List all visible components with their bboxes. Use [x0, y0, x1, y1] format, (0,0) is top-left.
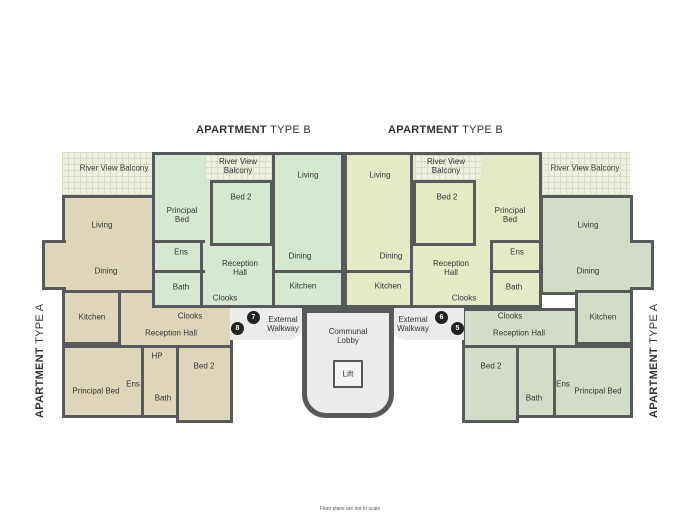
- room-label: Bed 2: [480, 361, 502, 371]
- room-label: Kitchen: [374, 281, 402, 291]
- room-label: Principal Bed: [166, 206, 198, 224]
- room-label: Bed 2: [193, 361, 215, 371]
- wall: [155, 270, 205, 273]
- room-label: River View Balcony: [79, 163, 149, 173]
- bath-right-a: [516, 345, 556, 418]
- room-label: Ens: [126, 379, 140, 389]
- room-label: Bath: [154, 393, 172, 403]
- room-label: Dining: [576, 266, 600, 276]
- room-label: Bed 2: [230, 192, 252, 202]
- kitchen-right-a: [575, 290, 633, 345]
- room-label: Kitchen: [78, 312, 106, 322]
- room-label: Principal Bed: [494, 206, 526, 224]
- room-label: Living: [577, 220, 599, 230]
- entrance-marker: 5: [451, 322, 464, 335]
- wall: [490, 240, 540, 243]
- room-label: Ens: [174, 247, 188, 257]
- kitchen-left-a: [62, 290, 122, 345]
- living-dining-left-a: [62, 195, 155, 295]
- room-label: Clooks: [451, 293, 477, 303]
- balcony-right-b: [415, 155, 481, 180]
- room-label: Kitchen: [589, 312, 617, 322]
- room-label: Kitchen: [289, 281, 317, 291]
- title-apartment-type-b-right: APARTMENT TYPE B: [388, 124, 504, 136]
- room-label: Clooks: [212, 293, 238, 303]
- bed2-right-a: [462, 345, 519, 423]
- room-label: Dining: [94, 266, 118, 276]
- room-label: Dining: [288, 251, 312, 261]
- room-label: Reception Hall: [144, 328, 198, 338]
- entrance-marker: 8: [231, 322, 244, 335]
- room-label: Living: [91, 220, 113, 230]
- room-label: Ens: [510, 247, 524, 257]
- room-label: Living: [369, 170, 391, 180]
- room-label: Dining: [379, 251, 403, 261]
- wall: [490, 240, 493, 305]
- bed2-right-b: [413, 180, 476, 246]
- room-label: External Walkway: [397, 315, 429, 333]
- room-label: Ens: [556, 379, 570, 389]
- entrance-marker: 7: [247, 311, 260, 324]
- room-label: Principal Bed: [72, 386, 120, 396]
- wall: [347, 270, 410, 273]
- room-label: River View Balcony: [550, 163, 620, 173]
- room-label: River View Balcony: [426, 157, 466, 175]
- bed2-left-a: [176, 345, 233, 423]
- wall: [155, 240, 205, 243]
- room-label: Communal Lobby: [328, 327, 368, 345]
- room-label: Lift: [342, 369, 354, 379]
- room-label: Reception Hall: [492, 328, 546, 338]
- wall: [490, 270, 540, 273]
- room-label: Reception Hall: [432, 259, 470, 277]
- balcony-left-a: [62, 152, 152, 198]
- footnote: Floor plans are not to scale: [319, 506, 381, 512]
- entrance-marker: 6: [435, 311, 448, 324]
- title-apartment-type-a-right: APARTMENT TYPE A: [648, 303, 660, 418]
- room-label: External Walkway: [267, 315, 299, 333]
- balcony-right-a: [542, 152, 630, 198]
- room-label: Bath: [505, 282, 523, 292]
- dining-bay-right-a: [630, 240, 654, 290]
- wall: [272, 155, 275, 305]
- wall: [200, 240, 203, 305]
- lift: [333, 360, 363, 388]
- wall: [410, 155, 413, 305]
- room-label: River View Balcony: [218, 157, 258, 175]
- room-label: Bath: [525, 393, 543, 403]
- room-label: HP: [151, 351, 163, 361]
- living-dining-right-a: [540, 195, 633, 295]
- room-label: Principal Bed: [574, 386, 622, 396]
- room-label: Reception Hall: [221, 259, 259, 277]
- dining-bay-left-a: [42, 240, 66, 290]
- room-label: Clooks: [177, 311, 203, 321]
- principal-bed-right-a: [553, 345, 633, 418]
- room-label: Living: [297, 170, 319, 180]
- balcony-left-b: [205, 155, 271, 180]
- room-label: Bath: [172, 282, 190, 292]
- bed2-left-b: [210, 180, 273, 246]
- wall: [275, 270, 341, 273]
- title-apartment-type-b-left: APARTMENT TYPE B: [196, 124, 312, 136]
- title-apartment-type-a-left: APARTMENT TYPE A: [34, 303, 46, 418]
- room-label: Clooks: [497, 311, 523, 321]
- room-label: Bed 2: [436, 192, 458, 202]
